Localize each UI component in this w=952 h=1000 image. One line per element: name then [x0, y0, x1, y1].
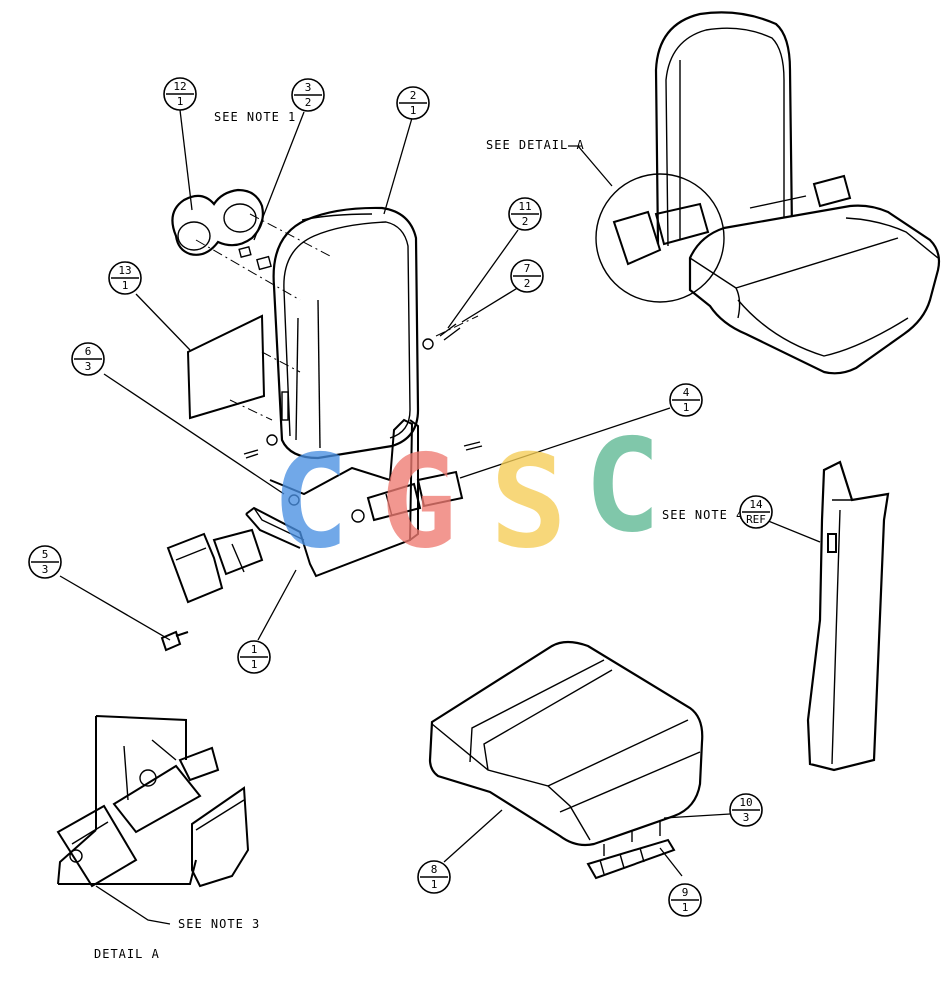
balloon-item-number: 1: [251, 643, 258, 656]
watermark-letter-4: C: [584, 412, 661, 561]
item-balloon-1: 1 1: [237, 640, 271, 674]
balloon-quantity: 2: [524, 277, 531, 290]
mounting-rail: [586, 820, 676, 880]
balloon-item-number: 2: [410, 89, 417, 102]
balloon-item-number: 4: [683, 386, 690, 399]
balloon-quantity: 1: [410, 104, 417, 117]
screw: [439, 323, 461, 341]
seat-cushion: [428, 640, 704, 847]
seatbelt-bracket: [245, 418, 419, 578]
item-balloon-14: 14 REF: [739, 495, 773, 529]
item-balloon-2: 2 1: [396, 86, 430, 120]
washer: [422, 338, 434, 350]
balloon-quantity: 3: [42, 563, 49, 576]
leader-lines: [59, 109, 821, 925]
balloon-item-number: 12: [173, 80, 186, 93]
balloon-item-number: 8: [431, 863, 438, 876]
cgsc-watermark: C G S C: [272, 412, 661, 577]
balloon-quantity: 1: [251, 658, 258, 671]
bolt: [160, 630, 189, 652]
note-1-label: SEE NOTE 1: [214, 110, 296, 124]
watermark-letter-3: S: [490, 428, 567, 577]
item-balloon-5: 5 3: [28, 545, 62, 579]
balloon-quantity: 3: [743, 811, 750, 824]
balloon-item-number: 5: [42, 548, 49, 561]
detail-a-view: [56, 715, 250, 888]
balloon-quantity: 1: [431, 878, 438, 891]
side-panel: [806, 460, 890, 772]
sticker-part-2: [256, 255, 272, 271]
balloon-quantity: 2: [522, 215, 529, 228]
item-balloon-6: 6 3: [71, 342, 105, 376]
item-balloon-4: 4 1: [669, 383, 703, 417]
seatbelt-buckle-left: [166, 528, 264, 604]
item-balloon-7: 7 2: [510, 259, 544, 293]
balloon-item-number: 7: [524, 262, 531, 275]
item-balloon-12: 12 1: [163, 77, 197, 111]
balloon-item-number: 10: [739, 796, 752, 809]
item-balloon-10: 10 3: [729, 793, 763, 827]
balloon-item-number: 11: [518, 200, 531, 213]
detail-a-title: DETAIL A: [94, 947, 160, 961]
balloon-item-number: 6: [85, 345, 92, 358]
balloon-quantity: 3: [85, 360, 92, 373]
assembled-seat: [595, 11, 941, 375]
balloon-item-number: 14: [749, 498, 763, 511]
balloon-item-number: 3: [305, 81, 312, 94]
item-balloon-9: 9 1: [668, 883, 702, 917]
balloon-quantity: 1: [122, 279, 129, 292]
note-4-label: SEE NOTE 4: [662, 508, 744, 522]
note-3-label: SEE NOTE 3: [178, 917, 260, 931]
sticker-part: [238, 245, 252, 259]
balloon-quantity: 1: [177, 95, 184, 108]
watermark-letter-1: C: [272, 428, 349, 577]
item-balloon-11: 11 2: [508, 197, 542, 231]
item-balloon-3: 3 2: [291, 78, 325, 112]
balloon-quantity: 1: [683, 401, 690, 414]
seatbelt-tongue-right: [366, 470, 464, 522]
item-balloon-8: 8 1: [417, 860, 451, 894]
backrest-pad: [272, 206, 420, 460]
balloon-item-number: 9: [682, 886, 689, 899]
balloon-item-number: 13: [118, 264, 131, 277]
balloon-quantity: REF: [746, 513, 766, 526]
see-detail-a-label: SEE DETAIL A: [486, 138, 585, 152]
item-balloon-13: 13 1: [108, 261, 142, 295]
balloon-quantity: 1: [682, 901, 689, 914]
balloon-quantity: 2: [305, 96, 312, 109]
watermark-letter-2: G: [380, 428, 457, 577]
info-card: [186, 314, 266, 420]
cup-holder: [171, 188, 264, 256]
